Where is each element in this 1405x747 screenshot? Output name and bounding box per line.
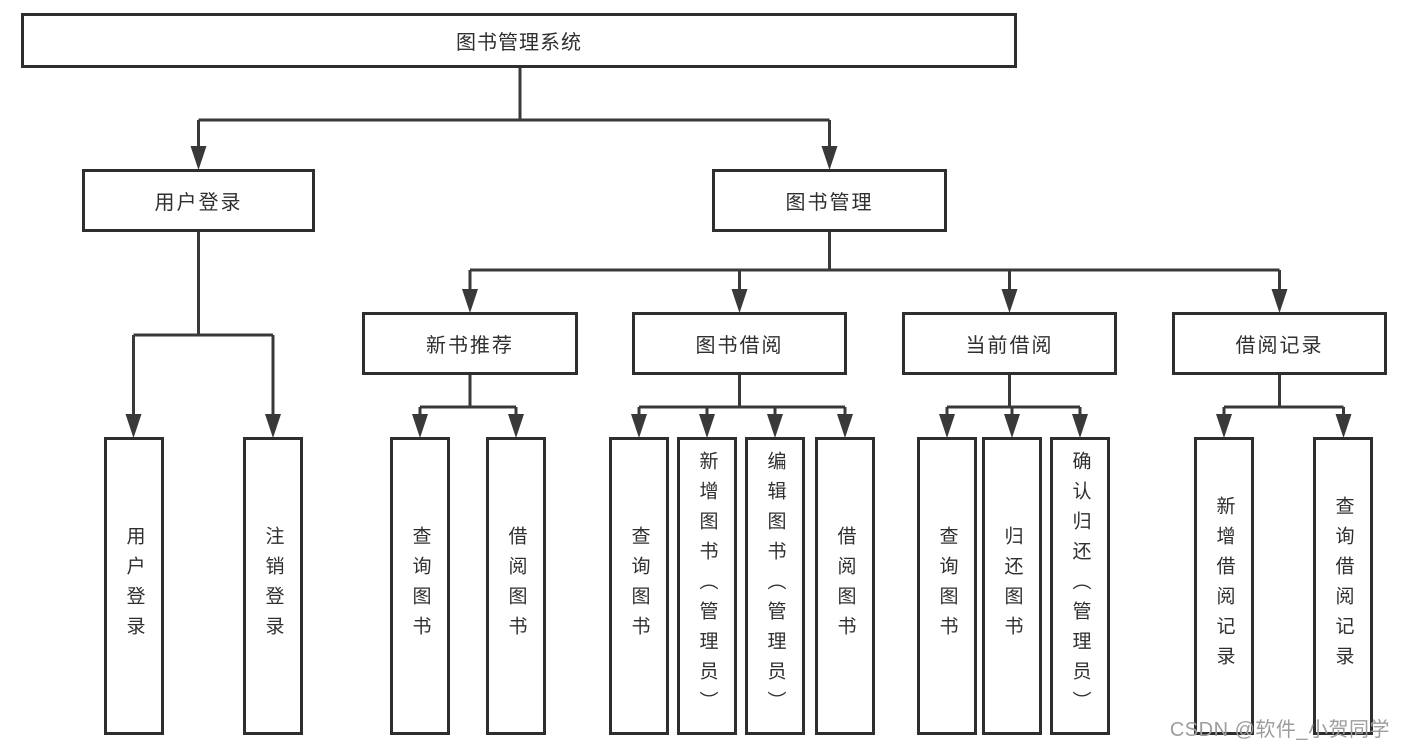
leaf-query-books-borrow: 查询图书 (609, 437, 669, 735)
leaf-add-books-admin: 新增图书（管理员） (677, 437, 737, 735)
node-label: 查询图书 (936, 526, 958, 646)
node-label: 查询图书 (409, 526, 431, 646)
node-label: 新增借阅记录 (1213, 496, 1235, 676)
node-label: 新书推荐 (426, 335, 514, 357)
leaf-return-books: 归还图书 (982, 437, 1042, 735)
node-current-borrowing: 当前借阅 (902, 312, 1117, 375)
node-book-borrowing: 图书借阅 (632, 312, 847, 375)
node-library-management-system: 图书管理系统 (21, 13, 1017, 68)
leaf-user-login: 用户登录 (104, 437, 164, 735)
node-label: 查询图书 (628, 526, 650, 646)
node-label: 借阅记录 (1235, 335, 1324, 357)
csdn-watermark: CSDN @软件_小贺同学 (1169, 719, 1390, 741)
node-label: 确认归还（管理员） (1069, 451, 1091, 721)
node-label: 查询借阅记录 (1332, 496, 1354, 676)
node-label: 图书借阅 (695, 335, 784, 357)
node-label: 用户登录 (123, 526, 145, 646)
node-label: 图书管理系统 (456, 32, 582, 54)
node-new-book-recommend: 新书推荐 (362, 312, 578, 375)
node-label: 编辑图书（管理员） (764, 451, 786, 721)
leaf-logout: 注销登录 (243, 437, 303, 735)
node-user-login: 用户登录 (82, 169, 315, 232)
leaf-borrow-books-recommend: 借阅图书 (486, 437, 546, 735)
node-book-management: 图书管理 (712, 169, 947, 232)
node-label: 新增图书（管理员） (696, 451, 718, 721)
node-borrowing-records: 借阅记录 (1172, 312, 1387, 375)
node-label: 注销登录 (262, 526, 284, 646)
leaf-borrow-books: 借阅图书 (815, 437, 875, 735)
node-label: 归还图书 (1001, 526, 1023, 646)
leaf-query-borrow-record: 查询借阅记录 (1313, 437, 1373, 735)
node-label: 借阅图书 (505, 526, 527, 646)
node-label: 借阅图书 (834, 526, 856, 646)
leaf-query-books-recommend: 查询图书 (390, 437, 450, 735)
leaf-confirm-return-admin: 确认归还（管理员） (1050, 437, 1110, 735)
leaf-edit-books-admin: 编辑图书（管理员） (745, 437, 805, 735)
node-label: 图书管理 (785, 192, 874, 214)
node-label: 当前借阅 (965, 335, 1054, 357)
node-label: 用户登录 (154, 192, 243, 214)
leaf-query-books-current: 查询图书 (917, 437, 977, 735)
leaf-add-borrow-record: 新增借阅记录 (1194, 437, 1254, 735)
